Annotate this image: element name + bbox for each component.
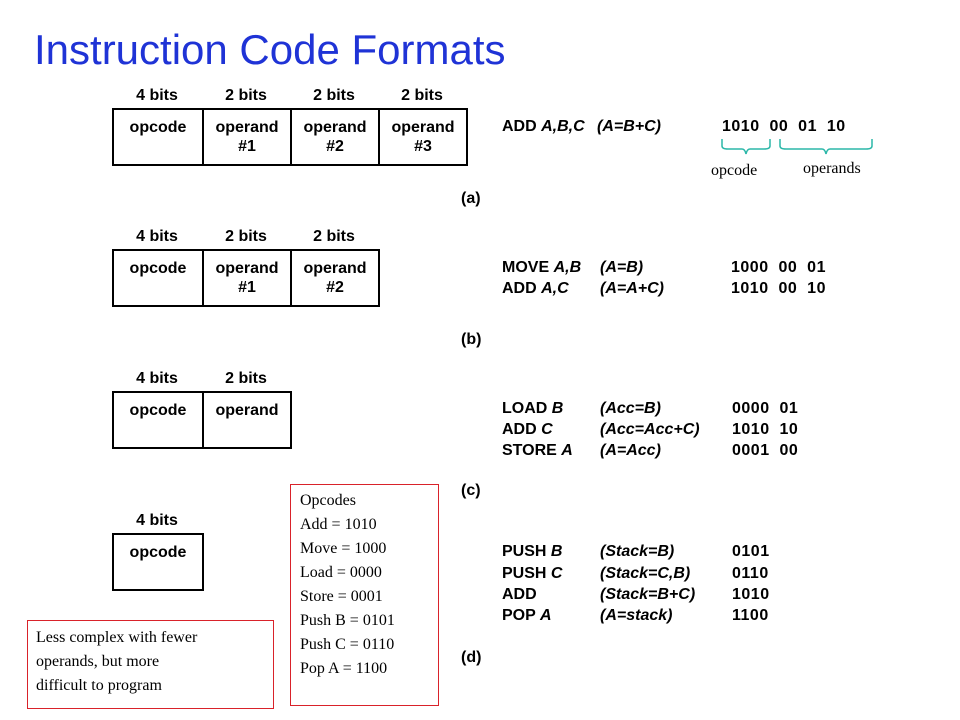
bits-label: 4 bits: [136, 87, 178, 104]
bits-label: 2 bits: [225, 370, 267, 387]
opcode-entry: Store = 0001: [300, 588, 383, 605]
opcode-entry: Pop A = 1100: [300, 660, 388, 677]
note-line: difficult to program: [36, 677, 162, 694]
bits-label: 2 bits: [313, 228, 355, 245]
subfigure-label: (b): [461, 331, 482, 348]
operand-field: operand#1: [202, 249, 292, 307]
note-line: operands, but more: [36, 653, 160, 670]
opcode-field: opcode: [112, 108, 204, 166]
bits-label: 4 bits: [136, 228, 178, 245]
operand-field: operand#3: [378, 108, 468, 166]
operands-brace-label: operands: [803, 160, 861, 177]
operand-field: operand#1: [202, 108, 292, 166]
opcode-entry: Add = 1010: [300, 516, 377, 533]
opcode-field: opcode: [112, 249, 204, 307]
operands-brace-icon: [779, 139, 873, 155]
bits-label: 2 bits: [225, 228, 267, 245]
bits-label: 2 bits: [313, 87, 355, 104]
bits-label: 4 bits: [136, 512, 178, 529]
bits-label: 4 bits: [136, 370, 178, 387]
subfigure-label: (d): [461, 649, 482, 666]
opcode-entry: Push B = 0101: [300, 612, 395, 629]
bits-label: 2 bits: [225, 87, 267, 104]
opcodes-box: Opcodes Add = 1010 Move = 1000 Load = 00…: [290, 484, 439, 706]
note-box: Less complex with fewer operands, but mo…: [27, 620, 274, 709]
opcode-brace-label: opcode: [711, 162, 758, 179]
operand-field: operand#2: [290, 249, 380, 307]
opcode-entry: Move = 1000: [300, 540, 387, 557]
subfigure-label: (c): [461, 482, 481, 499]
page-title: Instruction Code Formats: [34, 26, 506, 73]
opcode-brace-icon: [721, 139, 771, 155]
opcode-field: opcode: [112, 533, 204, 591]
operand-field: operand: [202, 391, 292, 449]
note-line: Less complex with fewer: [36, 629, 198, 646]
subfigure-label: (a): [461, 190, 481, 207]
opcode-field: opcode: [112, 391, 204, 449]
opcode-entry: Load = 0000: [300, 564, 382, 581]
opcode-entry: Push C = 0110: [300, 636, 395, 653]
bits-label: 2 bits: [401, 87, 443, 104]
operand-field: operand#2: [290, 108, 380, 166]
opcodes-heading: Opcodes: [300, 492, 356, 509]
